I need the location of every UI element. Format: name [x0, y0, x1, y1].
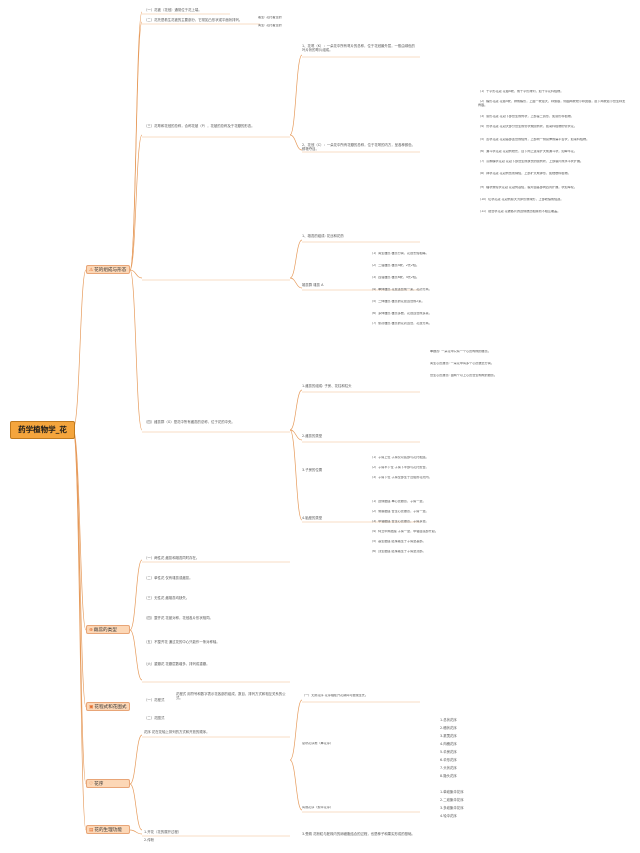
- node-text[interactable]: （一）无限花序 花序轴在开花期间可继续生长。: [302, 694, 368, 697]
- node-text[interactable]: （5）基生胎座 胚珠着生于子房室基部。: [370, 540, 426, 543]
- node-text[interactable]: 单雌蕊: 一朵花中只有一个心皮构成的雌蕊。: [430, 350, 491, 353]
- node-text[interactable]: （六）重瓣花 花瓣层数增多，排列成重瓣。: [144, 662, 210, 666]
- node-text[interactable]: （2）二强雄蕊 雄蕊4枚，2长2短。: [370, 264, 420, 267]
- node-text[interactable]: 1.开花（花的展开过程）: [144, 830, 182, 834]
- node-text[interactable]: （四）整齐花 花被对称，花冠各片形状相同。: [144, 616, 213, 620]
- node-text[interactable]: （6）漏斗状花冠 花冠筒较长，自下向上逐渐扩大成漏斗状，如牵牛花。: [478, 150, 577, 153]
- node-text[interactable]: 1、花萼（K）：一朵花中所有萼片的总称，位于花冠最外层，一般由绿色的叶片状的萼片…: [302, 44, 415, 53]
- node-text[interactable]: （1）离生雄蕊 雄蕊分离，花丝长短相等。: [370, 252, 429, 255]
- grid-icon: ▣: [89, 705, 94, 710]
- list-item[interactable]: 1.单歧聚伞花序: [440, 790, 464, 794]
- node-text[interactable]: 总状花序类（单花序）: [302, 742, 333, 745]
- node-text[interactable]: （2）蝶形花冠 花瓣5枚，排成蝶形，上面一枚最大，称旗瓣，侧面两枚较小称翼瓣，最…: [478, 100, 626, 107]
- list-item[interactable]: 8.隐头花序: [440, 774, 457, 778]
- node-text[interactable]: （9）辐状或轮状花冠 花冠筒甚短，裂片由基部向四周扩展，状如车轮。: [478, 186, 577, 189]
- node-text[interactable]: 1.雌蕊的组成: 子房、花柱和柱头: [302, 384, 352, 388]
- node-text[interactable]: （11）镊合状花冠 花被各片的边缘彼此相接而不相互覆盖。: [478, 210, 561, 213]
- node-text[interactable]: 3.子房的位置: [302, 468, 323, 472]
- node-text[interactable]: （二）花图式: [144, 716, 165, 720]
- branch-flower-function[interactable]: ▤花的生理功能: [86, 825, 130, 834]
- list-item[interactable]: 3.葇荑花序: [440, 734, 457, 738]
- node-text[interactable]: 2、花冠（C）：一朵花中所有花瓣的总称，位于花萼的内方，呈各种颜色，鲜艳夺目。: [302, 143, 416, 152]
- node-text[interactable]: 合生心皮雌蕊: 由两个以上心皮合生构成的雌蕊。: [430, 374, 497, 377]
- node-text[interactable]: （4）单体雄蕊 花丝连合成一束，花药分离。: [370, 288, 432, 291]
- node-text[interactable]: （6）多体雄蕊 雄蕊多数，花丝连合成多束。: [370, 312, 432, 315]
- node-text[interactable]: （一）花被（花冠）通常位于花上端。: [144, 8, 202, 12]
- node-text[interactable]: （一）花程式: [144, 698, 165, 702]
- node-text[interactable]: （1）十字形花冠 花瓣4枚，成十字形排列，如十字花科植物。: [478, 90, 564, 93]
- node-text[interactable]: （2）侧膜胎座 合生心皮雌蕊，子房一室。: [370, 510, 429, 513]
- node-text[interactable]: （2）子房半下位 子房下半部与花托愈合。: [370, 466, 429, 469]
- node-text[interactable]: （7）聚药雄蕊 雄蕊的花药连合，花丝分离。: [370, 322, 432, 325]
- node-text[interactable]: 2.雌蕊的类型: [302, 434, 323, 438]
- node-text[interactable]: （四）雌蕊群（G）是花中所有雌蕊的总称，位于花的中央。: [144, 420, 235, 424]
- document-icon: ▤: [89, 828, 94, 833]
- list-item[interactable]: 1.总状花序: [440, 718, 457, 722]
- node-text[interactable]: 着生: 花托着生的: [258, 16, 282, 19]
- branch-inflorescence[interactable]: ♡花序: [86, 779, 130, 788]
- warning-icon: ⚠: [89, 268, 94, 273]
- node-text[interactable]: （8）钟状花冠 花冠筒宽而稍短，上部扩大成钟形，如桔梗科植物。: [478, 172, 571, 175]
- heart-icon: ♡: [89, 782, 94, 787]
- node-text[interactable]: （1）子房上位 子房仅以底部与花托相连。: [370, 456, 429, 459]
- list-item[interactable]: 4.轮伞花序: [440, 814, 457, 818]
- list-item[interactable]: 4.肉穗花序: [440, 742, 457, 746]
- list-item[interactable]: 2.穗状花序: [440, 726, 457, 730]
- node-text[interactable]: 雄蕊群 雄蕊 A: [302, 283, 324, 287]
- node-text[interactable]: （4）管状花冠 花冠大部分合生成管状或圆筒状，如菊科植物的管状花。: [478, 125, 577, 128]
- branch-label: 花的组成与形态: [94, 268, 127, 273]
- node-text[interactable]: （3）子房下位 子房全部生于凹陷的花托内。: [370, 476, 432, 479]
- branch-floral-formula[interactable]: ▣花程式和花图式: [86, 702, 130, 711]
- node-text[interactable]: 有限花序（聚伞花序）: [302, 806, 333, 809]
- node-text[interactable]: （1）边缘胎座 单心皮雌蕊，子房一室。: [370, 500, 426, 503]
- node-text[interactable]: （3）中轴胎座 合生心皮雌蕊，子房多室。: [370, 520, 429, 523]
- node-text[interactable]: （三）花萼和花冠的总称，合称花被（P），花被的总称及于花瓣的形态。: [144, 124, 255, 128]
- list-item[interactable]: 7.头状花序: [440, 766, 457, 770]
- node-text[interactable]: （4）特立中央胎座 子房一室，中轴自底部升起。: [370, 530, 438, 533]
- node-text[interactable]: （一）两性花 雌蕊和雄蕊同时存在。: [144, 556, 200, 560]
- node-text[interactable]: 离生心皮雌蕊: 一朵花中有多个心皮彼此分离。: [430, 362, 494, 365]
- branch-label: 花序: [94, 782, 104, 787]
- branch-label: 花程式和花图式: [94, 705, 127, 710]
- node-text[interactable]: （3）四强雄蕊 雄蕊6枚，4长2短。: [370, 276, 420, 279]
- node-text[interactable]: （5）二体雄蕊 雄蕊的花丝连合成2束。: [370, 300, 425, 303]
- node-text[interactable]: （6）顶生胎座 胚珠着生于子房室顶部。: [370, 550, 426, 553]
- node-text[interactable]: 4.胎座的类型: [302, 516, 323, 520]
- target-icon: ⊕: [89, 628, 93, 633]
- node-text[interactable]: （7）高脚碟状花冠 花冠下部合生成狭长的圆筒状，上部裂片成水平状扩展。: [478, 160, 584, 163]
- branch-label: 雌蕊的类型: [93, 628, 117, 633]
- branch-label: 花的生理功能: [94, 828, 122, 833]
- branch-flower-structure[interactable]: ⚠花的组成与形态: [86, 265, 130, 274]
- node-text[interactable]: （10）坛状花冠 花冠筒膨大为卵形或球形，上部收缩成短颈。: [478, 198, 564, 201]
- node-text[interactable]: 花程式 用符号和数字表示花各部的组成、数目、排列方式和相互关系的公式。: [176, 692, 286, 701]
- node-text[interactable]: （三）无性花 雌雄蕊均缺失。: [144, 596, 190, 600]
- list-item[interactable]: 5.伞房花序: [440, 750, 457, 754]
- list-item[interactable]: 2.二歧聚伞花序: [440, 798, 464, 802]
- root-topic[interactable]: 药学植物学_花: [10, 421, 75, 439]
- branch-pistil-types[interactable]: ⊕雌蕊的类型: [86, 625, 130, 634]
- node-text[interactable]: 离生: 花托着生的: [258, 24, 282, 27]
- node-text[interactable]: （5）舌状花冠 花冠基部连合成短筒，上部向一侧延伸成扁平舌状，如菊科植物。: [478, 138, 590, 141]
- node-text[interactable]: （二）单性花 仅有雄蕊或雌蕊。: [144, 576, 193, 580]
- node-text[interactable]: （五）不整齐花 通过花的中心只能作一条对称轴。: [144, 640, 220, 644]
- node-text[interactable]: 花序 花在花轴上排列的方式和开放的顺序。: [144, 730, 210, 734]
- node-text[interactable]: 2.传粉: [144, 838, 155, 842]
- node-text[interactable]: 3.受精 花粉粒与胚珠内的卵细胞结合的过程，也是种子和果实形成的基础。: [302, 832, 415, 836]
- list-item[interactable]: 3.多歧聚伞花序: [440, 806, 464, 810]
- node-text[interactable]: （3）唇形花冠 花冠下部合生成筒状，上部呈二唇形，如唇形科植物。: [478, 115, 574, 118]
- list-item[interactable]: 6.伞形花序: [440, 758, 457, 762]
- node-text[interactable]: 1、雄蕊的组成: 花丝和花药: [302, 234, 344, 238]
- node-text[interactable]: （二）花托是着生花被的主要部分，它常如凸形状或平面状排列。: [144, 18, 243, 22]
